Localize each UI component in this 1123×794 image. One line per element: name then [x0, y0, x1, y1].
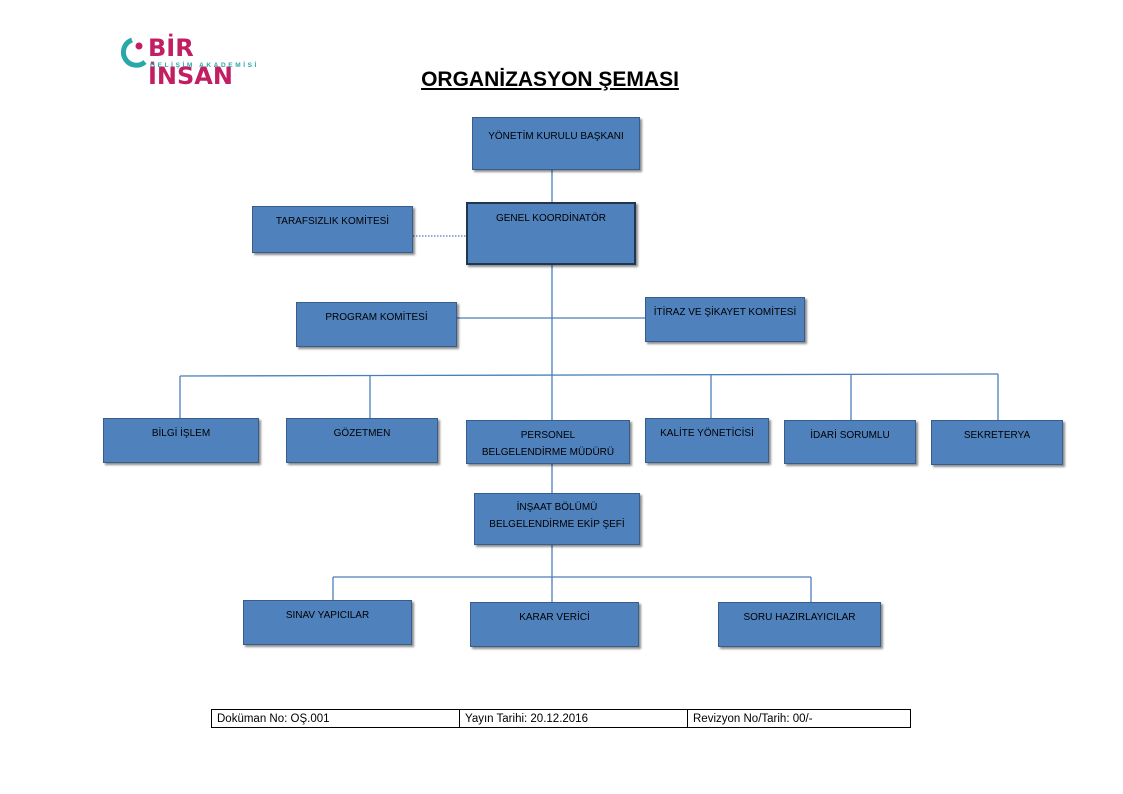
page-title: ORGANİZASYON ŞEMASI: [421, 68, 679, 91]
box-label: KALİTE YÖNETİCİSİ: [660, 428, 754, 439]
box-sinav-yapicilar: SINAV YAPICILAR: [243, 600, 412, 645]
publish-date-cell: Yayın Tarihi: 20.12.2016: [459, 709, 688, 728]
table-row: Doküman No: OŞ.001 Yayın Tarihi: 20.12.2…: [211, 709, 911, 728]
box-gozetmen: GÖZETMEN: [286, 418, 438, 463]
box-label: BİLGİ İŞLEM: [151, 428, 211, 439]
box-soru-hazirlayicilar: SORU HAZIRLAYICILAR: [718, 602, 881, 647]
box-label: SEKRETERYA: [963, 430, 1031, 441]
revision-cell: Revizyon No/Tarih: 00/-: [687, 709, 911, 728]
document-info-table: Doküman No: OŞ.001 Yayın Tarihi: 20.12.2…: [211, 709, 911, 728]
box-genel-koordinator: GENEL KOORDİNATÖR: [466, 202, 636, 265]
box-label: YÖNETİM KURULU BAŞKANI: [488, 131, 624, 142]
box-program-komitesi: PROGRAM KOMİTESİ: [296, 302, 457, 347]
box-label: PROGRAM KOMİTESİ: [325, 312, 428, 323]
box-label: SORU HAZIRLAYICILAR: [743, 612, 856, 623]
box-label: İDARİ SORUMLU: [810, 430, 890, 441]
box-label: İNŞAAT BÖLÜMÜ BELGELENDİRME EKİP ŞEFİ: [489, 502, 625, 530]
box-karar-verici: KARAR VERİCİ: [470, 602, 639, 647]
box-personel-belgelendirme-muduru: PERSONEL BELGELENDİRME MÜDÜRÜ: [466, 420, 630, 464]
box-yonetim-kurulu-baskani: YÖNETİM KURULU BAŞKANI: [472, 117, 640, 170]
box-label: KARAR VERİCİ: [519, 612, 590, 623]
box-bilgi-islem: BİLGİ İŞLEM: [103, 418, 259, 463]
logo-mark-icon: [120, 37, 147, 68]
doc-no-cell: Doküman No: OŞ.001: [211, 709, 460, 728]
box-idari-sorumlu: İDARİ SORUMLU: [784, 420, 916, 464]
box-label: GENEL KOORDİNATÖR: [495, 213, 606, 224]
logo-subtext: GELİŞİM AKADEMİSİ: [150, 62, 259, 69]
box-sekreterya: SEKRETERYA: [931, 420, 1063, 465]
box-label: PERSONEL BELGELENDİRME MÜDÜRÜ: [481, 430, 615, 458]
box-tarafsizlik-komitesi: TARAFSIZLIK KOMİTESİ: [252, 206, 413, 253]
box-label: SINAV YAPICILAR: [285, 610, 370, 621]
box-insaat-bolumu-ekip-sefi: İNŞAAT BÖLÜMÜ BELGELENDİRME EKİP ŞEFİ: [474, 493, 640, 545]
box-label: İTİRAZ VE ŞİKAYET KOMİTESİ: [653, 307, 797, 318]
box-label: TARAFSIZLIK KOMİTESİ: [275, 216, 390, 227]
logo: BİR İNSAN GELİŞİM AKADEMİSİ: [118, 34, 278, 90]
box-label: GÖZETMEN: [333, 428, 391, 439]
box-kalite-yoneticisi: KALİTE YÖNETİCİSİ: [645, 418, 769, 463]
box-itiraz-sikayet-komitesi: İTİRAZ VE ŞİKAYET KOMİTESİ: [645, 297, 805, 342]
logo-text: BİR İNSAN: [148, 34, 233, 90]
